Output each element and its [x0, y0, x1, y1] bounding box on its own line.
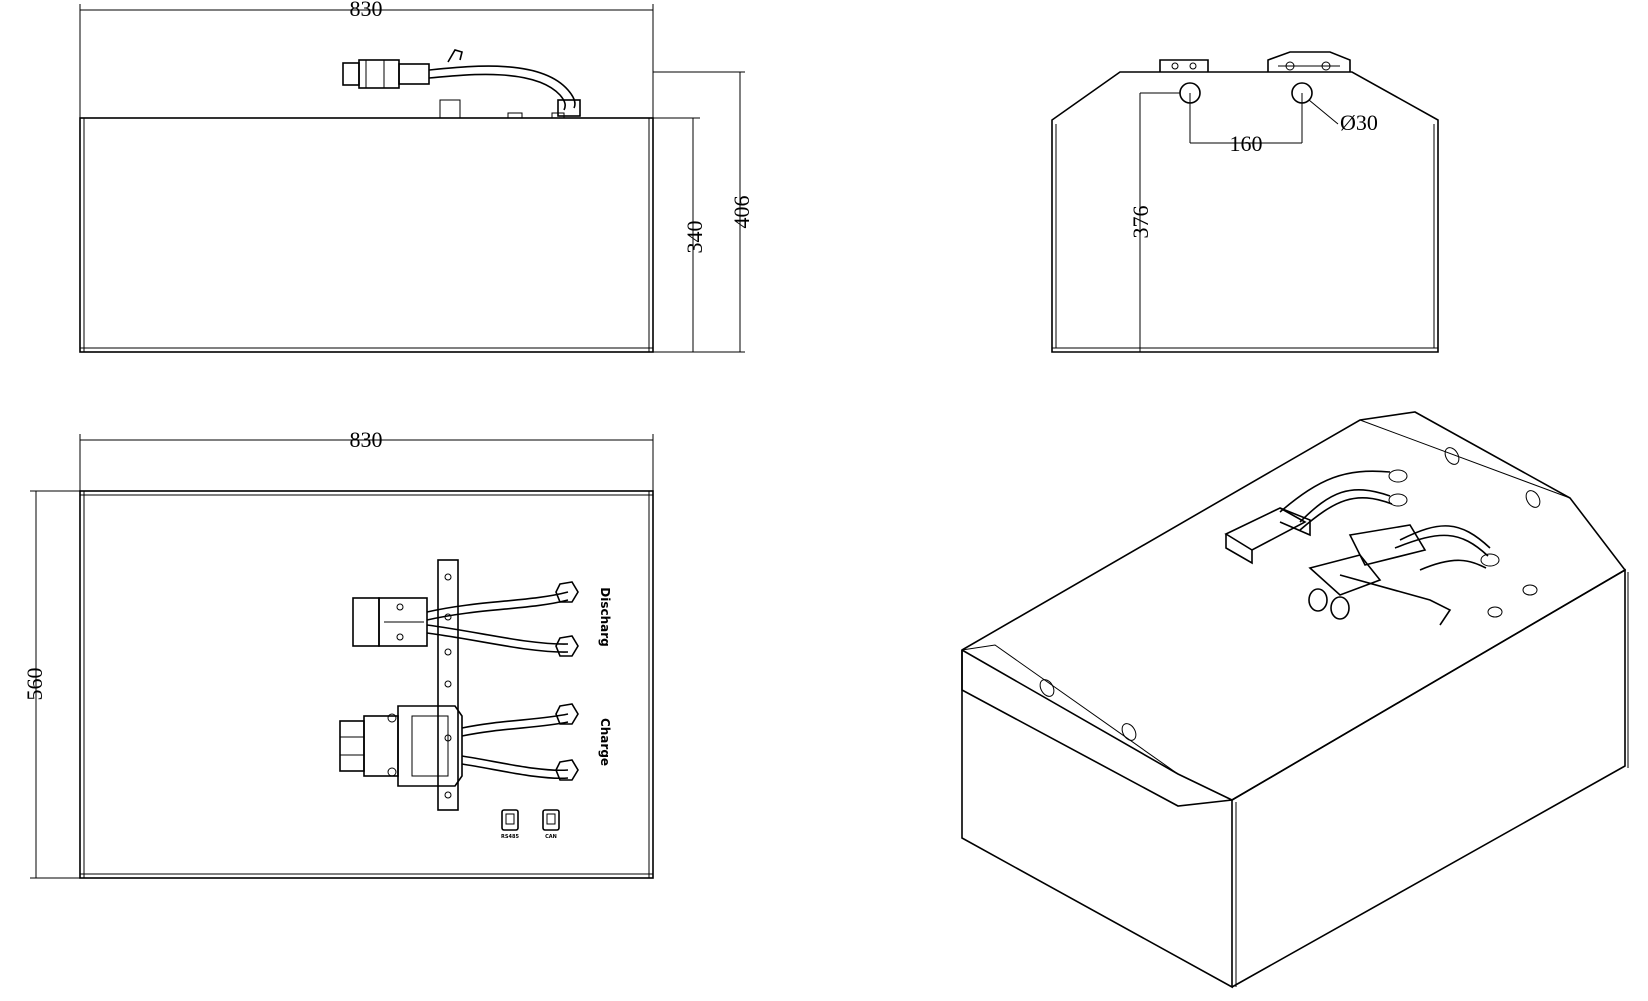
side-hole-dia-dim: Ø30: [1340, 110, 1378, 135]
discharge-label: Discharg: [598, 587, 612, 646]
can-port: CAN: [542, 809, 560, 840]
top-width-dim: 830: [350, 427, 383, 452]
isometric-view: [961, 411, 1629, 989]
isometric-connectors: [1224, 469, 1538, 626]
front-height-body-dim: 340: [682, 221, 707, 254]
discharge-connector: [352, 581, 579, 657]
side-height-dim: 376: [1128, 206, 1153, 239]
svg-text:RS485: RS485: [501, 834, 519, 840]
front-view: 830 340 406: [79, 0, 754, 353]
front-height-total-dim: 406: [729, 196, 754, 229]
charge-connector: [339, 703, 579, 787]
front-width-dim: 830: [350, 0, 383, 21]
svg-text:CAN: CAN: [545, 834, 557, 840]
charge-label: Charge: [598, 718, 612, 766]
rs485-port: RS485: [501, 809, 519, 840]
front-connector: [342, 49, 581, 119]
side-view: 160 Ø30 376: [1051, 51, 1439, 353]
top-depth-dim: 560: [22, 668, 47, 701]
top-view: 830 560: [22, 427, 654, 879]
side-spacing-dim: 160: [1230, 131, 1263, 156]
